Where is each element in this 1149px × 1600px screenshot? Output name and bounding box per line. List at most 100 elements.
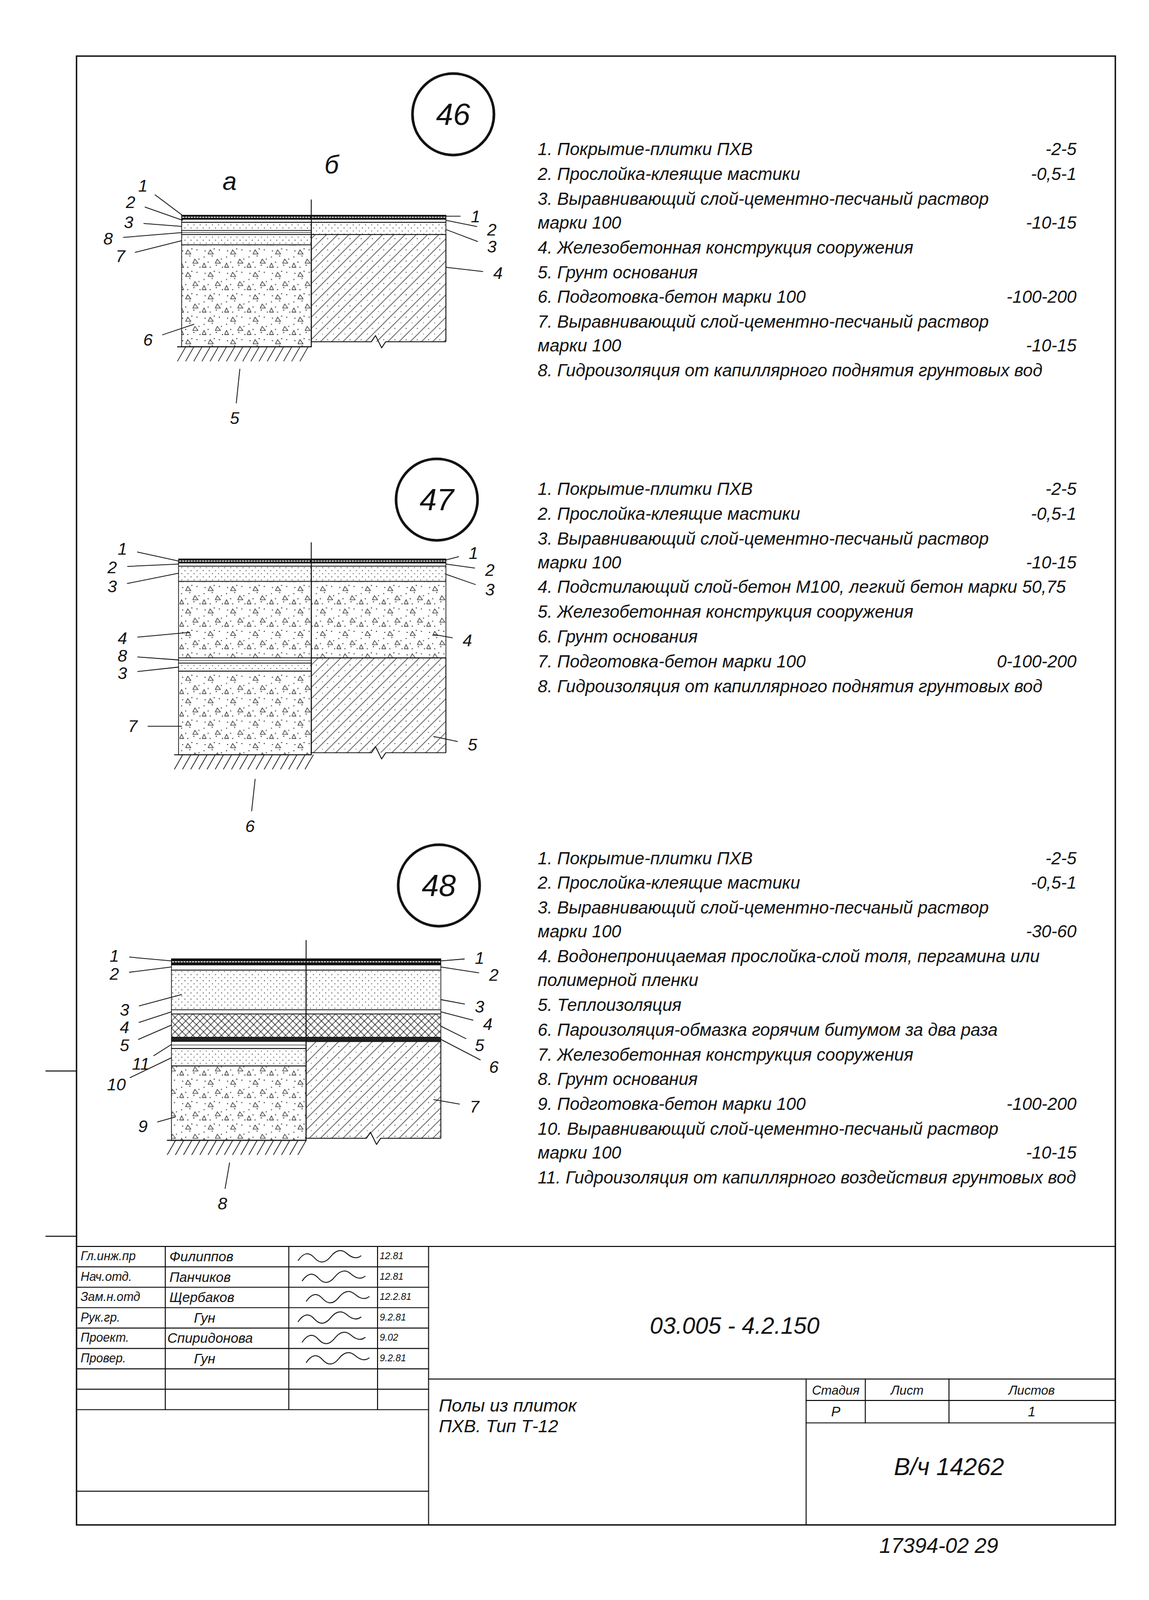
layer-thickness: -10-15 — [1026, 551, 1077, 576]
stamp-role: Зам.н.отд — [80, 1291, 141, 1305]
concrete-layer — [171, 1066, 307, 1142]
ground-hatch — [231, 755, 240, 770]
legend-row: 7. Выравнивающий слой-цементно-песчаный … — [537, 310, 1077, 358]
title-block-line — [46, 1236, 77, 1238]
leader-line — [139, 994, 182, 1007]
title-block-line — [76, 1307, 429, 1309]
callout-number: 3 — [107, 578, 118, 596]
legend-row: 7. Железобетонная конструкция сооружения — [537, 1043, 1077, 1068]
ground-hatch — [248, 1141, 257, 1156]
layer-description: 4. Подстилающий слой-бетон М100, легкий … — [537, 575, 1077, 600]
section-number-circle: 47 — [393, 456, 480, 543]
mortar-layer — [181, 222, 312, 231]
break-line — [311, 335, 446, 348]
legend-row: 9. Подготовка-бетон марки 100-100-200 — [537, 1092, 1077, 1117]
circle-ring — [396, 459, 478, 541]
title-block-line — [948, 1379, 950, 1424]
section-letter: б — [324, 152, 339, 178]
leader-line — [137, 657, 179, 661]
drawing-code: 03.005 - 4.2.150 — [649, 1313, 820, 1340]
legend-row: 5. Железобетонная конструкция сооружения — [537, 600, 1077, 625]
callout-number: 5 — [474, 1037, 485, 1055]
leader-line — [145, 207, 183, 221]
layer-description: 10. Выравнивающий слой-цементно-песчаный… — [537, 1117, 1014, 1166]
ground-hatch — [226, 346, 235, 362]
stamp-date: 12.2.81 — [379, 1292, 412, 1304]
callout-number: 1 — [109, 947, 120, 965]
leader-line — [129, 967, 172, 973]
ground-hatch — [239, 755, 248, 770]
mastic-layer — [181, 219, 312, 223]
ground-hatch — [185, 346, 194, 362]
ground-hatch — [208, 1141, 217, 1156]
leader-line — [147, 725, 182, 727]
ground-hatch — [200, 1141, 209, 1156]
layer-description: 6. Подготовка-бетон марки 100 — [537, 285, 994, 310]
layer-thickness: -0,5-1 — [1030, 871, 1077, 896]
leader-line — [155, 194, 184, 217]
leader-line — [157, 1117, 176, 1123]
ground-hatch — [232, 1141, 241, 1156]
section-letter: а — [222, 168, 237, 195]
layer-thickness: -10-15 — [1026, 334, 1077, 358]
ground-line — [167, 1140, 307, 1142]
circle-ring — [412, 73, 495, 156]
mortar-layer — [306, 970, 441, 1011]
ground-hatch — [264, 755, 273, 770]
waterproofing-line — [181, 232, 312, 233]
layer-description: 6. Пароизоляция-обмазка горячим битумом … — [537, 1018, 1077, 1043]
mastic-layer — [178, 563, 312, 567]
callout-number: 4 — [119, 1019, 130, 1037]
ground-hatch — [182, 755, 191, 770]
callout-number: 3 — [487, 238, 497, 256]
sheet-title: Полы из плиток ПХВ. Тип Т-12 — [438, 1395, 603, 1438]
leader-line — [441, 967, 480, 974]
callout-number: 5 — [229, 409, 240, 427]
callout-number: 5 — [119, 1037, 130, 1055]
structure-outline — [306, 1042, 441, 1139]
leader-line — [445, 216, 461, 218]
layer-description: 3. Выравнивающий слой-цементно-песчаный … — [537, 896, 1014, 945]
callout-number: 8 — [117, 647, 128, 665]
mastic-layer — [311, 219, 446, 223]
coating-layer — [306, 959, 441, 966]
leader-line — [127, 573, 179, 584]
legend-row: 1. Покрытие-плитки ПХВ-2-5 — [537, 847, 1077, 872]
leader-line — [445, 574, 476, 585]
organization-code: В/ч 14262 — [893, 1453, 1004, 1481]
layer-thickness: -0,5-1 — [1030, 502, 1077, 527]
ground-hatch — [174, 755, 183, 770]
signature-scribble — [298, 1312, 362, 1324]
legend-row: 4. Подстилающий слой-бетон М100, легкий … — [537, 575, 1077, 600]
callout-number: 2 — [109, 965, 120, 983]
layer-description: 8. Гидроизоляция от капиллярного подняти… — [537, 675, 1077, 699]
callout-number: 6 — [245, 818, 255, 836]
break-line — [306, 1132, 441, 1145]
legend-list: 1. Покрытие-плитки ПХВ-2-52. Прослойка-к… — [537, 137, 1077, 384]
coating-layer — [311, 559, 446, 564]
signature-scribble — [301, 1271, 365, 1283]
layer-thickness: -0,5-1 — [1030, 162, 1077, 187]
coating-layer — [171, 959, 307, 966]
leader-line — [137, 667, 179, 672]
layer-description: 2. Прослойка-клеящие мастики — [537, 502, 1019, 527]
ground-hatch — [191, 1141, 200, 1156]
legend-list: 1. Покрытие-плитки ПХВ-2-52. Прослойка-к… — [537, 847, 1077, 1192]
concrete-layer — [178, 671, 312, 756]
section-number: 46 — [435, 99, 471, 130]
leader-line — [144, 223, 182, 227]
structure-outline — [311, 658, 446, 753]
ground-hatch — [224, 1141, 233, 1156]
callout-number: 1 — [474, 949, 485, 967]
legend-row: 8. Гидроизоляция от капиллярного подняти… — [537, 675, 1077, 699]
legend-row: 6. Пароизоляция-обмазка горячим битумом … — [537, 1018, 1077, 1043]
leader-line — [445, 267, 483, 272]
mastic-layer — [311, 563, 446, 567]
layer-thickness: -2-5 — [1045, 477, 1077, 502]
signature-scribble — [301, 1332, 365, 1344]
callout-number: 2 — [126, 193, 136, 211]
coating-layer — [181, 215, 312, 220]
mortar-layer — [311, 566, 446, 582]
title-block-line — [46, 1071, 77, 1073]
legend-row: 1. Покрытие-плитки ПХВ-2-5 — [537, 477, 1077, 502]
